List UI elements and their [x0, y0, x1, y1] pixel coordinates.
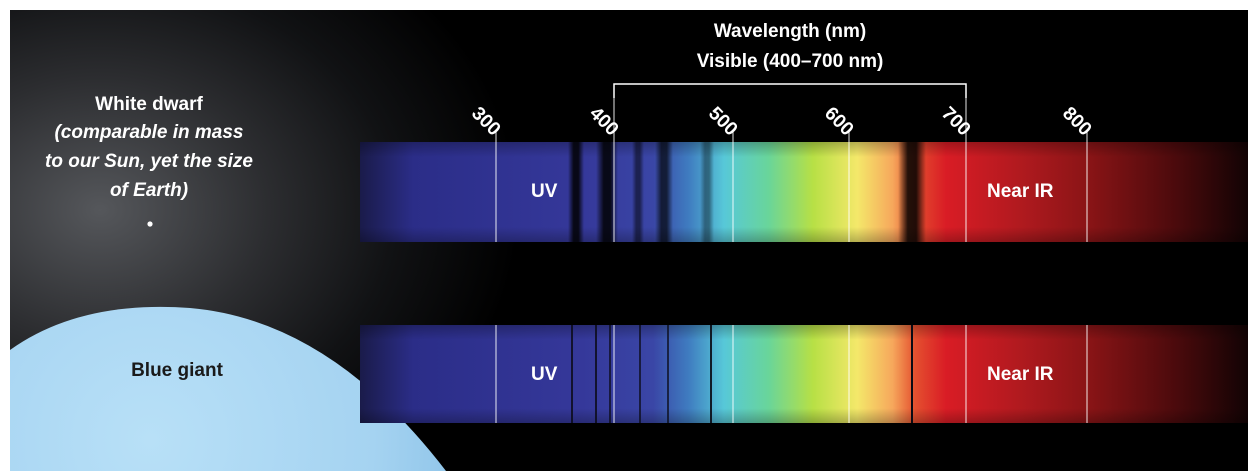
- white-dwarf-spectrum: [360, 142, 1248, 242]
- blue-giant-label: Blue giant: [131, 360, 223, 381]
- white-dwarf-desc-line2: to our Sun, yet the size: [45, 151, 253, 172]
- axis-title: Wavelength (nm): [713, 21, 867, 42]
- white-dwarf-label: White dwarf: [95, 94, 203, 115]
- near-ir-label-bottom: Near IR: [987, 364, 1054, 385]
- uv-label-bottom: UV: [531, 364, 558, 385]
- background-shadow: [716, 423, 1248, 471]
- wavelength-gridlines: [495, 98, 1088, 423]
- visible-range-label: Visible (400–700 nm): [696, 51, 884, 72]
- blue-giant-sphere: [10, 306, 446, 471]
- uv-label-top: UV: [531, 181, 558, 202]
- white-dwarf-desc-line3: of Earth): [109, 180, 189, 201]
- white-dwarf-dot: [147, 221, 153, 227]
- blue-giant-spectrum: [360, 325, 1248, 423]
- white-dwarf-desc-line1: (comparable in mass: [54, 122, 244, 143]
- visible-range-bracket: [613, 83, 967, 98]
- near-ir-label-top: Near IR: [987, 181, 1054, 202]
